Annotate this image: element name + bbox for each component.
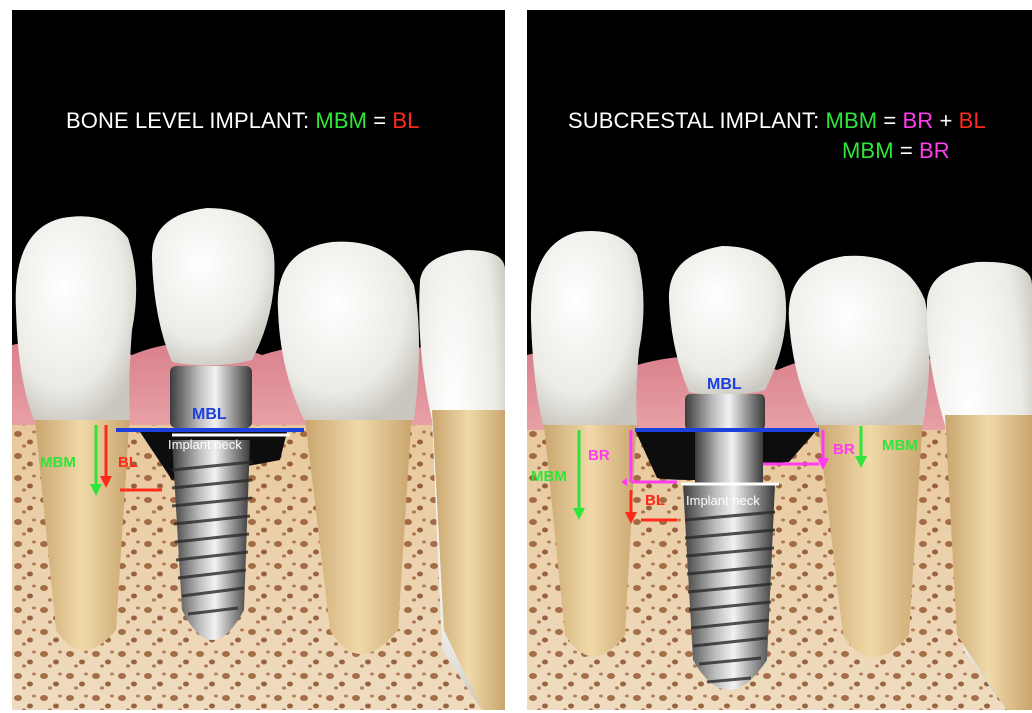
left-title: BONE LEVEL IMPLANT: MBM = BL bbox=[66, 108, 420, 134]
mbm-label-left: MBM bbox=[531, 468, 567, 485]
left-title-prefix: BONE LEVEL IMPLANT: bbox=[66, 108, 315, 133]
right-title: SUBCRESTAL IMPLANT: MBM = BR + BL bbox=[568, 108, 986, 134]
mbl-label: MBL bbox=[707, 376, 742, 394]
right-subtitle-equals: = bbox=[894, 138, 919, 163]
bl-label: BL bbox=[645, 492, 665, 509]
implant-neck-label: Implant neck bbox=[168, 437, 242, 452]
right-title-bl: BL bbox=[959, 108, 986, 133]
mbm-label: MBM bbox=[40, 454, 76, 471]
mbm-label-right: MBM bbox=[882, 437, 918, 454]
implant-neck-label: Implant neck bbox=[686, 493, 760, 508]
subcrestal-implant-panel: SUBCRESTAL IMPLANT: MBM = BR + BL MBM = … bbox=[527, 10, 1032, 710]
right-subtitle-br: BR bbox=[919, 138, 950, 163]
bl-label: BL bbox=[118, 454, 138, 471]
bone-level-implant-panel: BONE LEVEL IMPLANT: MBM = BL MBL Implant… bbox=[12, 10, 505, 710]
left-title-bl: BL bbox=[392, 108, 419, 133]
right-title-br: BR bbox=[903, 108, 934, 133]
mbl-label: MBL bbox=[192, 406, 227, 424]
br-label-right: BR bbox=[833, 441, 855, 458]
left-title-mbm: MBM bbox=[315, 108, 367, 133]
right-title-prefix: SUBCRESTAL IMPLANT: bbox=[568, 108, 826, 133]
right-title-equals: = bbox=[877, 108, 902, 133]
right-title-plus: + bbox=[933, 108, 958, 133]
left-title-equals: = bbox=[367, 108, 392, 133]
right-subtitle-mbm: MBM bbox=[842, 138, 894, 163]
right-subtitle: MBM = BR bbox=[842, 138, 950, 164]
right-title-mbm: MBM bbox=[826, 108, 878, 133]
br-label-left: BR bbox=[588, 447, 610, 464]
